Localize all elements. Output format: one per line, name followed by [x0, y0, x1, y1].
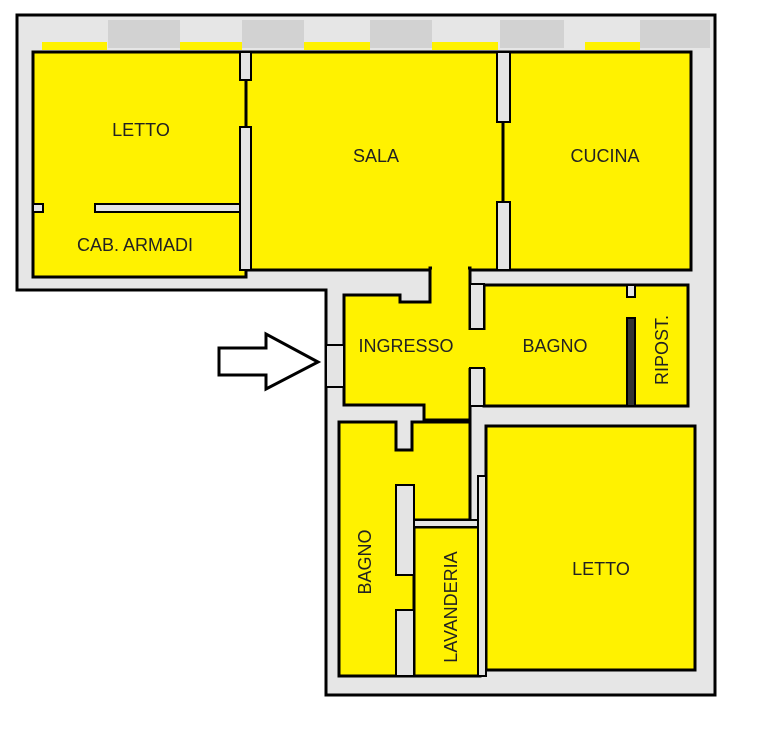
wall	[477, 475, 487, 677]
window-yellow-sills	[42, 42, 640, 50]
label-cucina: CUCINA	[570, 146, 639, 166]
wall	[32, 203, 44, 213]
wall	[496, 201, 511, 271]
wall	[469, 367, 485, 407]
room-letto-bottom	[484, 424, 697, 672]
label-lavanderia: LAVANDERIA	[441, 551, 461, 662]
passage-bagno	[468, 330, 488, 368]
passage-sala-ingresso	[432, 266, 468, 276]
label-sala: SALA	[353, 146, 399, 166]
label-cab-armadi: CAB. ARMADI	[77, 235, 193, 255]
wall	[239, 126, 252, 271]
label-letto-top: LETTO	[112, 120, 170, 140]
wall	[413, 519, 481, 528]
wall	[239, 51, 252, 81]
wall	[626, 284, 636, 298]
wall-ripost	[626, 317, 636, 407]
wall	[395, 609, 415, 677]
label-ingresso: INGRESSO	[358, 336, 453, 356]
room-ingresso	[342, 266, 472, 422]
label-letto-bottom: LETTO	[572, 559, 630, 579]
label-bagno-bottom: BAGNO	[355, 529, 375, 594]
windows	[108, 20, 710, 48]
wall	[496, 51, 511, 123]
label-ripostiglio: RIPOST.	[652, 315, 672, 385]
room-sala	[244, 50, 505, 272]
wall	[469, 283, 485, 330]
label-bagno-top: BAGNO	[522, 336, 587, 356]
arrow-right-outline-icon	[217, 331, 322, 392]
wall	[395, 484, 415, 576]
wall	[94, 203, 241, 213]
entrance-door	[325, 344, 345, 388]
room-letto-top	[31, 50, 248, 279]
room-cucina	[501, 50, 693, 272]
